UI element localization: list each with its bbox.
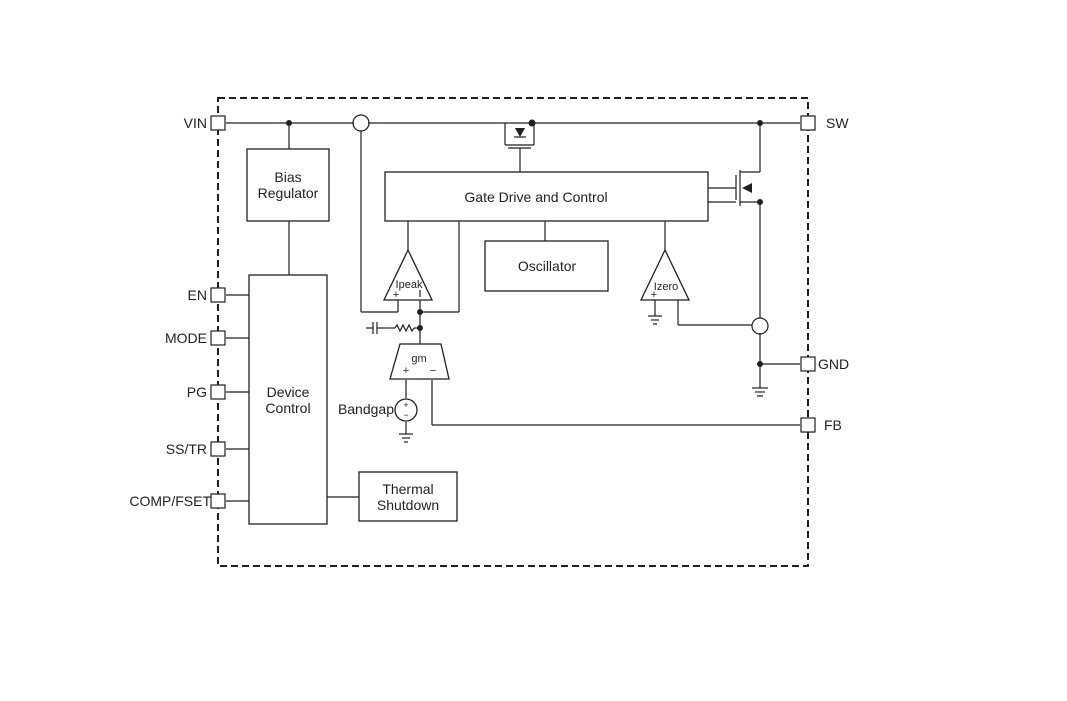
- izero-comparator: Izero +: [639, 248, 691, 301]
- bandgap-source: + − Bandgap: [338, 398, 418, 422]
- pin-sw[interactable]: SW: [800, 115, 849, 131]
- low-side-fet-arrow: [742, 183, 752, 193]
- gm-plus: +: [403, 365, 409, 377]
- ground-symbol-izero: [648, 315, 662, 325]
- pin-comp-fset[interactable]: COMP/FSET: [129, 493, 226, 509]
- bias-regulator-block: Bias Regulator: [246, 148, 330, 222]
- pin-en-label: EN: [188, 287, 207, 303]
- current-sense-low-side: [751, 317, 769, 335]
- pin-en[interactable]: EN: [188, 287, 226, 303]
- junction-dot: [417, 309, 423, 315]
- wires: [226, 122, 800, 502]
- oscillator-block: Oscillator: [484, 240, 609, 292]
- pin-mode-label: MODE: [165, 330, 207, 346]
- ipeak-comparator: Ipeak +: [382, 248, 434, 301]
- compensation-rc: [366, 322, 415, 334]
- pin-vin-label: VIN: [184, 115, 207, 131]
- gate-drive-label: Gate Drive and Control: [464, 189, 607, 205]
- pin-ss-tr[interactable]: SS/TR: [166, 441, 226, 457]
- thermal-shutdown-block: Thermal Shutdown: [358, 471, 458, 522]
- pin-gnd[interactable]: GND: [800, 356, 849, 372]
- bandgap-plus: +: [403, 400, 408, 410]
- oscillator-label: Oscillator: [518, 258, 577, 274]
- izero-plus: +: [651, 289, 657, 301]
- ipeak-label: Ipeak: [396, 279, 423, 291]
- device-label-1: Device: [267, 384, 310, 400]
- pin-pg[interactable]: PG: [187, 384, 226, 400]
- junction-dot: [286, 120, 292, 126]
- pin-comp-fset-label: COMP/FSET: [129, 493, 211, 509]
- bias-label-1: Bias: [274, 169, 301, 185]
- bias-label-2: Regulator: [258, 185, 319, 201]
- bandgap-label: Bandgap: [338, 401, 394, 417]
- high-side-fet: [514, 128, 526, 138]
- bandgap-minus: −: [403, 410, 408, 420]
- junction-dot: [757, 361, 763, 367]
- pin-fb-label: FB: [824, 417, 842, 433]
- gm-amplifier: gm + −: [389, 343, 450, 380]
- thermal-label-1: Thermal: [382, 481, 433, 497]
- junction-dot: [528, 119, 536, 127]
- junction-dot: [757, 120, 763, 126]
- thermal-label-2: Shutdown: [377, 497, 439, 513]
- pin-sw-label: SW: [826, 115, 849, 131]
- gm-label: gm: [411, 353, 426, 365]
- current-sense-high-side: [352, 114, 370, 132]
- device-control-block: Device Control: [248, 274, 328, 525]
- junction-dot: [757, 199, 763, 205]
- pin-fb[interactable]: FB: [800, 417, 842, 433]
- ground-symbol-bandgap: [399, 433, 413, 443]
- pin-gnd-label: GND: [818, 356, 849, 372]
- junction-dot: [417, 325, 423, 331]
- pin-ss-tr-label: SS/TR: [166, 441, 207, 457]
- device-label-2: Control: [265, 400, 310, 416]
- gm-minus: −: [430, 365, 436, 377]
- ipeak-plus: +: [393, 289, 399, 301]
- pin-mode[interactable]: MODE: [165, 330, 226, 346]
- pin-vin[interactable]: VIN: [184, 115, 226, 131]
- gate-drive-block: Gate Drive and Control: [384, 171, 709, 222]
- izero-label: Izero: [654, 281, 678, 293]
- pin-pg-label: PG: [187, 384, 207, 400]
- ground-symbol-gnd: [752, 387, 768, 397]
